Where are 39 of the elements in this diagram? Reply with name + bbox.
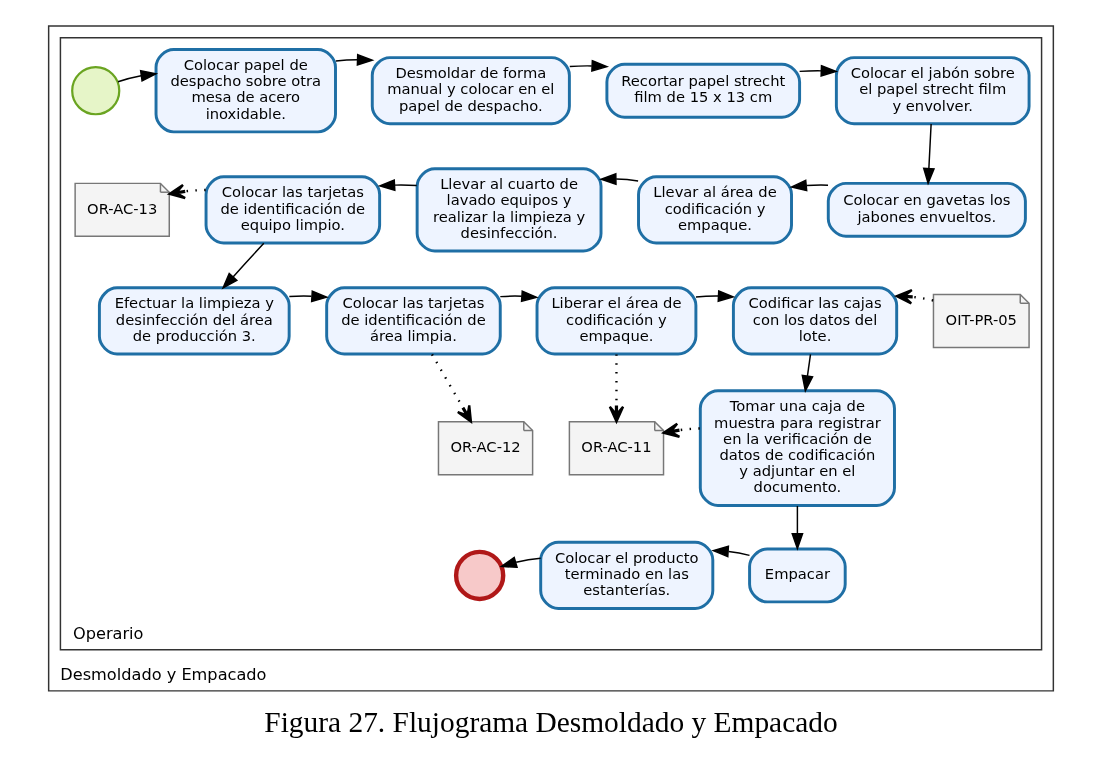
node-circle <box>70 66 120 116</box>
node-box: Desmoldar de forma manual y colocar en el papel de despacho. <box>370 56 571 126</box>
arrow <box>710 545 750 558</box>
arrow <box>288 290 329 303</box>
node-box: Efectuar la limpieza y desinfección del área de producción 3. <box>97 286 291 356</box>
arrow <box>334 53 374 66</box>
node-box: Colocar el jabón sobre el papel strecht film y envolver. <box>834 56 1031 126</box>
caption: Figura 27. Flujograma Desmoldado y Empacado <box>263 706 838 739</box>
arrow <box>568 59 609 73</box>
arrow <box>788 179 829 192</box>
arrow <box>598 172 639 186</box>
arrow <box>498 556 541 569</box>
node-box: Colocar el producto terminado en las estanterías. <box>538 540 714 610</box>
node-box: Tomar una caja de muestra para registrar en la verificación de datos de codificación y adjuntar en el documento. <box>698 389 896 507</box>
node-box: Colocar las tarjetas de identificación de área limpia. <box>324 286 502 356</box>
node-box: Colocar las tarjetas de identificación de equipo limpio. <box>204 175 381 245</box>
node-box: Llevar al área de codificación y empaque. <box>636 175 793 245</box>
arrow <box>167 183 206 200</box>
node-box: Colocar papel de despacho sobre otra mesa de acero inoxidable. <box>154 48 337 134</box>
node-box: Liberar el área de codificación y empaque. <box>535 286 697 356</box>
node-box: Recortar papel strecht film de 15 x 13 cm <box>604 62 801 119</box>
arrow <box>790 505 804 551</box>
node-box: Colocar en gavetas los jabones envueltos. <box>826 181 1027 238</box>
arrow <box>430 353 472 423</box>
arrow <box>895 288 933 305</box>
arrow <box>662 422 700 438</box>
arrow <box>798 64 838 78</box>
arrow <box>116 69 158 83</box>
arrow <box>499 290 539 303</box>
node-box: Llevar al cuarto de lavado equipos y realizar la limpieza y desinfección. <box>415 167 602 253</box>
node-circle <box>453 549 505 602</box>
arrow <box>608 354 624 423</box>
arrow <box>377 178 417 192</box>
arrow <box>800 353 814 393</box>
node-box: Codificar las cajas con los datos del lote. <box>731 286 898 356</box>
arrow <box>922 123 935 186</box>
arrow <box>221 242 265 290</box>
node-box: Empacar <box>747 547 847 604</box>
arrow <box>694 289 735 303</box>
